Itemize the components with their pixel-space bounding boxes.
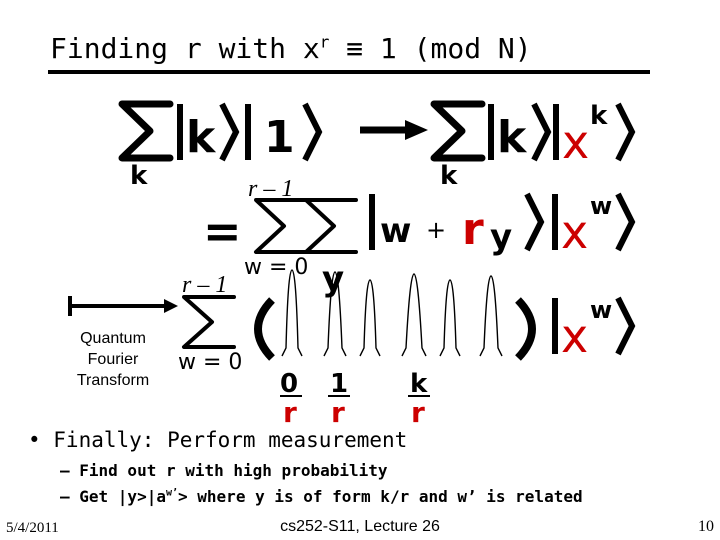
spike-4 (439, 279, 461, 357)
ket-k-2-label: k (497, 112, 528, 163)
spike-1-numerator: 1 (330, 369, 348, 399)
bullet-main: • Finally: Perform measurement (28, 428, 408, 452)
ket-k-2 (488, 102, 552, 162)
spike-1-denominator: r (331, 396, 345, 429)
sum2-index: k (440, 161, 458, 191)
sum-symbol-3 (182, 295, 236, 349)
footer-course: cs252-S11, Lecture 26 (280, 518, 440, 535)
qft-label-line-2: Fourier (87, 351, 139, 368)
math-derivation: k k 1 k k x k r – 1 = w = 0 y w + r y (68, 100, 636, 429)
ket-xk-exponent: k (590, 101, 608, 131)
ket-xk-base: x (562, 115, 589, 169)
spike-0-numerator: 0 (280, 369, 298, 399)
sum-lower-limit-2: w = 0 (178, 350, 242, 375)
spike-k-numerator: k (410, 369, 428, 399)
ket-one (245, 102, 323, 162)
qft-label: Quantum Fourier Transform (58, 328, 168, 391)
footer-page-number: 10 (698, 518, 714, 535)
left-paren (254, 297, 275, 361)
sum-symbol-2 (430, 100, 486, 162)
ket-r: r (462, 204, 484, 255)
qft-label-line-1: Quantum (80, 330, 146, 347)
sum-upper-limit-2: r – 1 (182, 272, 227, 298)
ket-xw-1-base: x (561, 205, 588, 259)
spike-mid (359, 279, 381, 357)
bullet-sub-1: – Find out r with high probability (60, 461, 388, 480)
sum1-index: k (130, 161, 148, 191)
ket-k-1 (177, 102, 240, 162)
ket-xw-1 (552, 192, 636, 252)
bullet-sub-2: – Get |y>|aw’> where y is of form k/r an… (60, 487, 583, 506)
ket-w: w (380, 211, 411, 251)
ket-y: y (490, 217, 512, 257)
spike-k (401, 273, 427, 357)
slide-title: Finding r with xr ≡ 1 (mod N) (50, 32, 532, 65)
spike-k-denominator: r (411, 396, 425, 429)
sum-lower-limit-1: w = 0 (244, 255, 308, 280)
arrow-head (405, 120, 428, 140)
qft-label-line-3: Transform (76, 372, 150, 389)
sum-symbol-1 (118, 100, 174, 162)
equals-sign: = (203, 204, 242, 258)
right-paren (515, 297, 536, 361)
sum-upper-limit-1: r – 1 (248, 176, 293, 202)
ket-w-plus-ry (369, 192, 545, 252)
qft-arrow-head (164, 299, 178, 313)
ket-xw-2 (552, 296, 636, 356)
ket-xk (553, 102, 636, 162)
title-underline (48, 70, 650, 74)
ket-one-label: 1 (264, 112, 295, 163)
spike-0 (281, 269, 303, 357)
spike-5 (479, 275, 503, 357)
spike-1 (323, 271, 347, 357)
ket-xw-2-base: x (561, 309, 588, 363)
spike-0-denominator: r (283, 396, 297, 429)
footer-date: 5/4/2011 (6, 520, 59, 536)
ket-k-1-label: k (186, 112, 217, 163)
ket-xw-1-exponent: w (590, 192, 612, 220)
ket-xw-2-exponent: w (590, 296, 612, 324)
double-sum-symbol (254, 198, 358, 254)
ket-plus: + (426, 216, 446, 244)
